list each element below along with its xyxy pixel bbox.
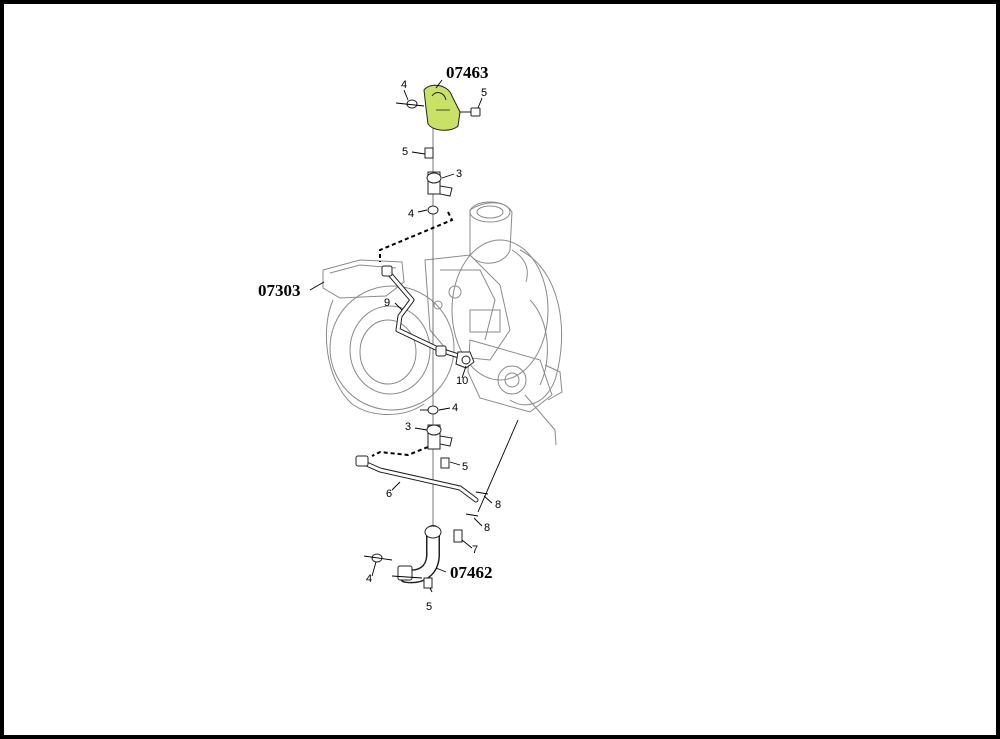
callout-10: 10 — [456, 375, 468, 387]
bottom-pipe — [397, 525, 442, 584]
bolt-part — [440, 457, 450, 469]
leader-lines — [309, 79, 493, 593]
callout-4: 4 — [366, 573, 372, 585]
callout-4: 4 — [452, 402, 458, 414]
banjo-fitting-upper — [426, 171, 453, 197]
callout-4: 4 — [401, 79, 407, 91]
dashed-connection — [379, 211, 454, 262]
callout-4: 4 — [408, 208, 414, 220]
turbocharger-body — [322, 201, 563, 446]
washer-part — [427, 405, 439, 415]
bolt-part — [470, 107, 481, 117]
callout-5: 5 — [426, 601, 432, 613]
banjo-fitting-lower — [426, 424, 453, 450]
callout-5: 5 — [402, 146, 408, 158]
bolt-part — [453, 529, 463, 543]
callout-5: 5 — [481, 87, 487, 99]
ref-code-turbo: 07303 — [258, 281, 301, 300]
dashed-connection — [371, 446, 429, 457]
top-pipe-highlighted — [423, 84, 461, 131]
callout-7: 7 — [472, 544, 478, 556]
washer-part — [427, 205, 439, 215]
bolt-part — [424, 147, 434, 159]
callout-3: 3 — [405, 421, 411, 433]
callout-5: 5 — [462, 461, 468, 473]
callout-8: 8 — [484, 522, 490, 534]
callout-9: 9 — [384, 297, 390, 309]
oil-pipe-9 — [381, 265, 466, 361]
ref-code-bottom-pipe: 07462 — [450, 563, 493, 582]
fitting-10 — [455, 351, 475, 369]
callout-6: 6 — [386, 488, 392, 500]
bolt-part — [423, 577, 433, 589]
oil-pipe-6 — [355, 455, 479, 503]
callout-8: 8 — [495, 499, 501, 511]
ref-code-top-pipe: 07463 — [446, 63, 489, 82]
callout-3: 3 — [456, 168, 462, 180]
